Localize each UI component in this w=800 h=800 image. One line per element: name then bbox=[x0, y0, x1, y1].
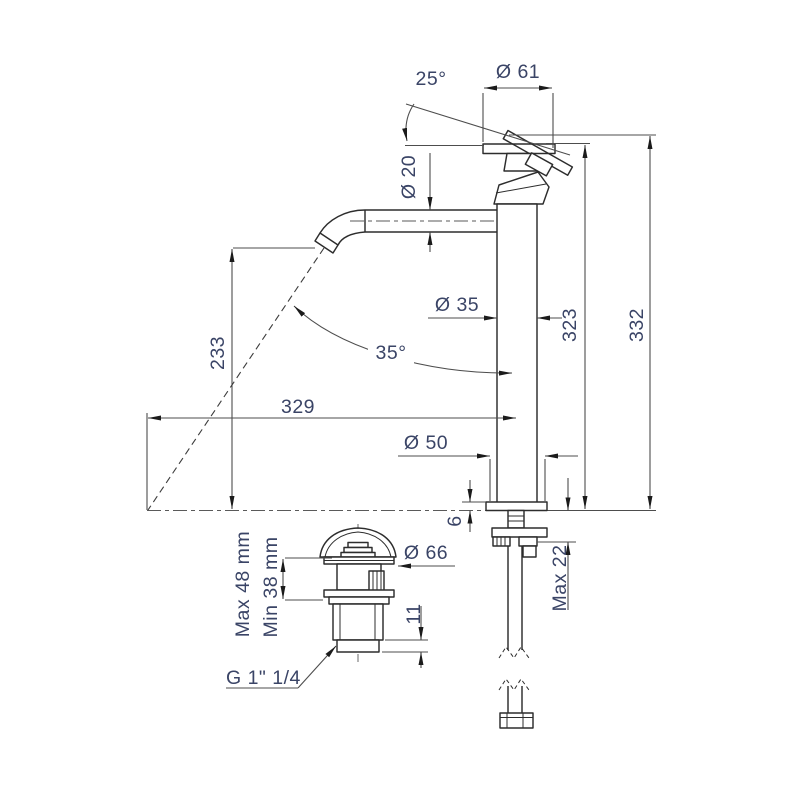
base-plate bbox=[485, 501, 548, 512]
dimension-waste-tail-length: 11 bbox=[382, 603, 428, 668]
label-waste-thread: G 1" 1/4 bbox=[226, 667, 301, 689]
body-column bbox=[496, 203, 538, 504]
dimension-waste-cap-diameter: Ø 66 bbox=[398, 542, 455, 569]
water-stream-line bbox=[147, 247, 325, 511]
centerlines bbox=[147, 191, 656, 662]
lock-nut-lower bbox=[522, 545, 537, 558]
pop-up-waste bbox=[319, 527, 397, 653]
break-line-upper bbox=[498, 646, 530, 659]
waste-gasket bbox=[328, 596, 390, 605]
supply-pipe bbox=[498, 546, 534, 729]
label-max-deck-thickness: Max 22 bbox=[549, 545, 571, 612]
dimension-max-deck-thickness: Max 22 bbox=[537, 478, 576, 611]
dimension-spout-reach: 329 bbox=[146, 396, 516, 510]
label-height-to-handle: 323 bbox=[559, 308, 581, 342]
dimension-handle-angle: 25° bbox=[402, 68, 571, 156]
dimension-waste-clamp-range: Max 48 mm Min 38 mm bbox=[232, 531, 332, 638]
callout-waste-thread: G 1" 1/4 bbox=[226, 645, 337, 689]
aerator-face bbox=[314, 232, 339, 254]
label-handle-angle: 25° bbox=[416, 68, 447, 90]
label-body-diameter: Ø 35 bbox=[435, 294, 479, 316]
label-waste-clamp-min: Min 38 mm bbox=[260, 537, 282, 638]
label-spout-diameter: Ø 20 bbox=[398, 155, 420, 199]
label-handle-diameter: Ø 61 bbox=[496, 61, 540, 83]
label-spout-height: 233 bbox=[207, 336, 229, 370]
label-spout-reach: 329 bbox=[281, 396, 315, 418]
dimension-height-to-handle: 323 bbox=[546, 142, 590, 509]
label-stream-angle: 35° bbox=[376, 342, 407, 364]
waste-tail bbox=[336, 639, 380, 653]
horseshoe-washer bbox=[491, 527, 548, 538]
dimension-base-thickness: 6 bbox=[444, 480, 486, 532]
label-base-thickness: 6 bbox=[444, 515, 466, 526]
mounting-hardware bbox=[491, 509, 548, 558]
handle-stem-block bbox=[524, 152, 554, 177]
spout bbox=[314, 209, 497, 254]
dimension-stream-angle: 35° bbox=[147, 247, 513, 511]
lock-nut-upper bbox=[518, 536, 538, 547]
waste-lower-flange bbox=[323, 589, 395, 598]
dimension-body-diameter: Ø 35 bbox=[428, 294, 562, 321]
break-line-lower bbox=[498, 678, 530, 691]
label-waste-cap-diameter: Ø 66 bbox=[404, 542, 448, 564]
dimension-spout-height: 233 bbox=[207, 247, 315, 509]
dimension-base-diameter: Ø 50 bbox=[398, 432, 578, 501]
threaded-shank bbox=[507, 509, 525, 529]
hose-hex-nut bbox=[499, 712, 534, 729]
label-total-height: 332 bbox=[626, 308, 648, 342]
label-waste-tail-length: 11 bbox=[403, 603, 425, 624]
dimension-spout-diameter: Ø 20 bbox=[398, 153, 433, 252]
handle-knurl-front bbox=[482, 143, 556, 155]
dimension-handle-diameter: Ø 61 bbox=[482, 61, 554, 148]
dimension-total-height: 332 bbox=[509, 134, 656, 509]
label-waste-clamp-max: Max 48 mm bbox=[232, 531, 254, 637]
label-base-diameter: Ø 50 bbox=[404, 432, 448, 454]
